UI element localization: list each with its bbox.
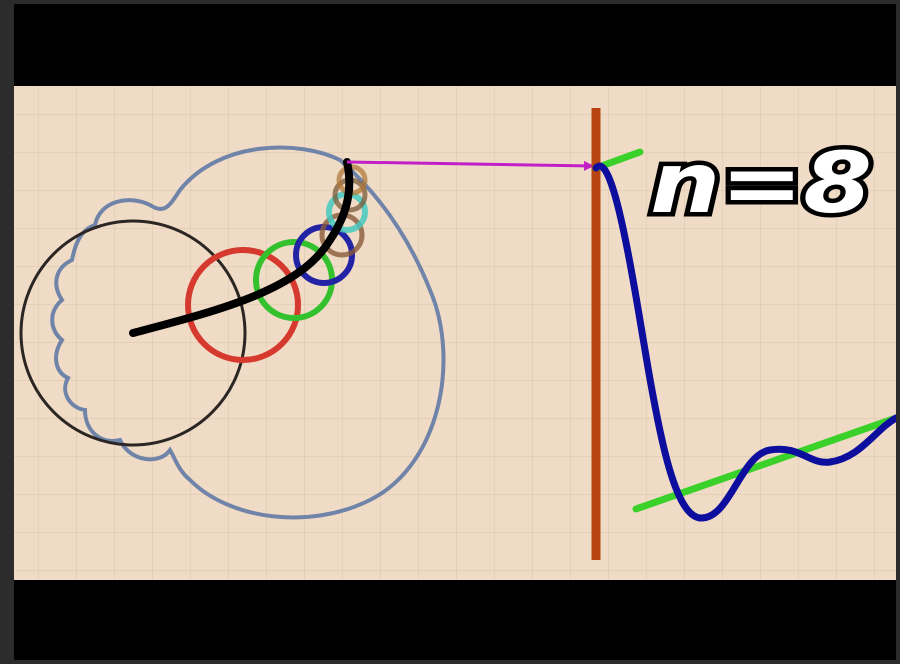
- video-player: n=8: [14, 4, 896, 660]
- grid: [14, 86, 896, 580]
- epicycle-arm: [129, 158, 354, 337]
- traced-outline-curve: [50, 145, 446, 520]
- output-wave: [592, 162, 896, 522]
- term-count-label: n=8: [650, 134, 872, 232]
- circle-term-2: [185, 247, 301, 363]
- projection-arrow: [346, 160, 594, 171]
- circle-term-1: [19, 219, 247, 447]
- fourier-diagram: n=8: [14, 86, 896, 580]
